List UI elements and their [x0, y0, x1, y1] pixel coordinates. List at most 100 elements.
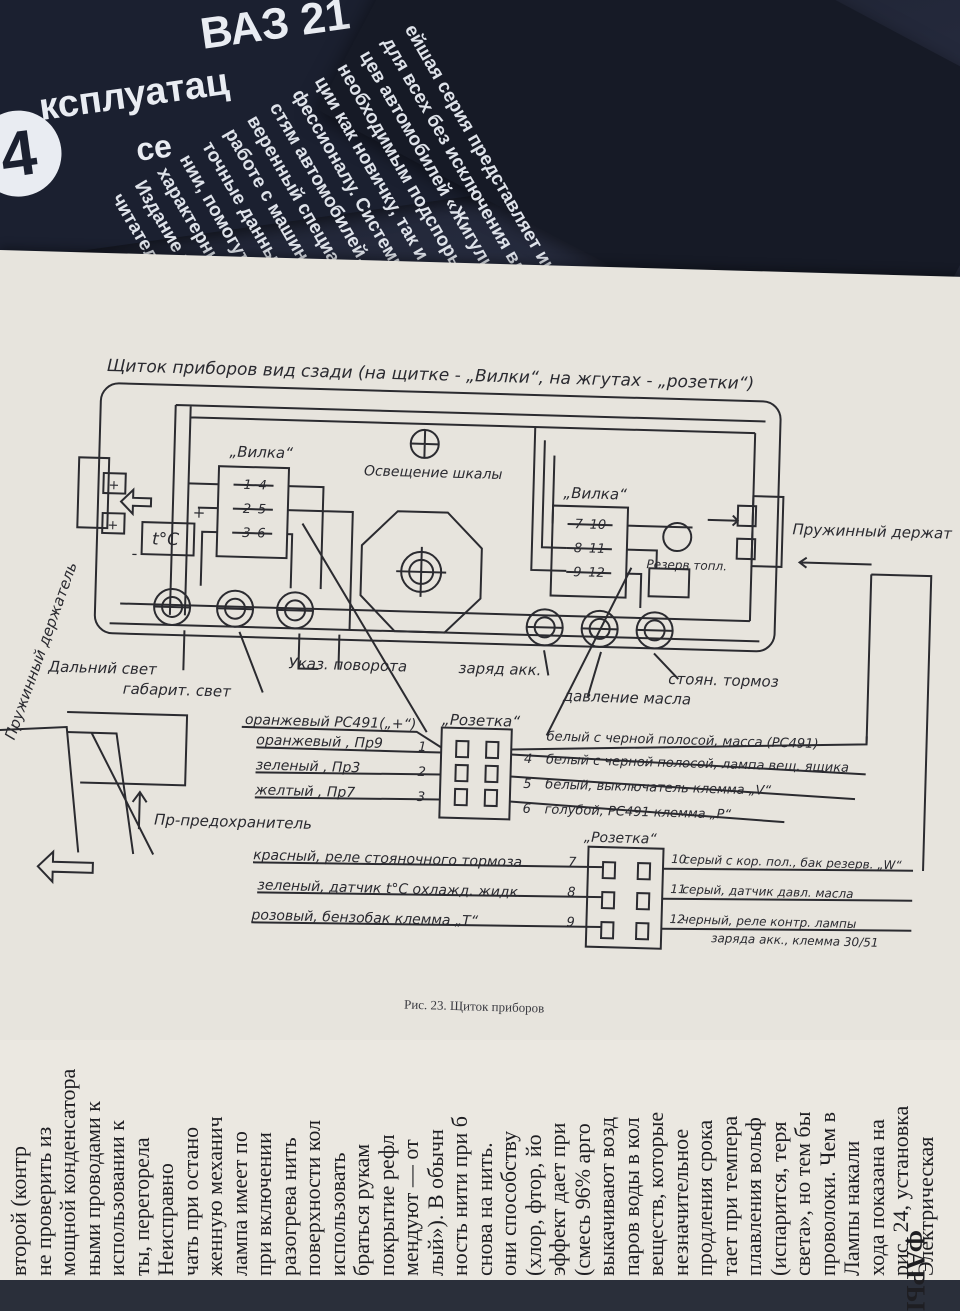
- left-down-arrow: [36, 849, 94, 885]
- turn-signal-label: Указ. поворота: [288, 654, 407, 675]
- temp-gauge-label: t°C: [152, 529, 180, 550]
- next-page-line: мощной конденсатора: [55, 1068, 80, 1276]
- socket1-right-wire: белый с черной полосой, лампа вещ. ящика: [546, 752, 849, 775]
- next-page-line: разогрева нить: [275, 1137, 301, 1276]
- charge-label: заряд акк.: [458, 659, 541, 679]
- next-page-line: чать при остано: [177, 1126, 203, 1276]
- next-page-line: тает при темпера: [716, 1115, 742, 1276]
- socket1-pin: 4: [524, 752, 533, 767]
- minus-sign: -: [131, 544, 138, 563]
- fuse-label: Пр-предохранитель: [154, 811, 312, 833]
- socket2-pin: 12: [669, 912, 685, 926]
- next-page-line: мендуют — от: [398, 1139, 423, 1276]
- next-page-line: второй (контр: [6, 1146, 31, 1276]
- holder-plus-top: +: [108, 478, 119, 493]
- left-pin: 6: [257, 526, 266, 541]
- next-page-line: паров воды в кол: [618, 1117, 644, 1276]
- right-relay-box: [647, 567, 691, 599]
- socket2-left-wire: зеленый, датчик t°С охлажд. жидк.: [257, 877, 522, 900]
- left-pin: 3: [242, 526, 251, 541]
- next-page-line: Неисправно: [153, 1163, 178, 1276]
- next-page-line: лый»). В обычн: [422, 1129, 448, 1276]
- scale-light-label: Освещение шкалы: [364, 463, 503, 483]
- right-pin: 8: [574, 541, 583, 556]
- next-page-line: незначительное: [667, 1128, 693, 1276]
- vilka-left-label: „Вилка“: [229, 442, 293, 462]
- right-pin: 9: [573, 565, 582, 580]
- oil-pressure-label: давление масла: [562, 687, 692, 709]
- holder-plus-bottom: +: [107, 518, 118, 533]
- next-page-line: поверхности кол: [300, 1119, 325, 1276]
- next-page-line: при включении: [251, 1132, 276, 1276]
- socket1-left-wire: зеленый , Пр3: [255, 757, 360, 776]
- up-arrow: [131, 790, 148, 830]
- harness-lines: [168, 403, 766, 622]
- right-holder-box: [750, 495, 785, 568]
- rozetka-1-label: „Розетка“: [442, 711, 521, 731]
- next-page-line: они способству: [496, 1130, 521, 1276]
- socket1-pin: 1: [418, 740, 427, 755]
- next-page-line: веществ, которые: [643, 1111, 668, 1276]
- socket2-pin: 9: [566, 915, 575, 930]
- left-pin: 1: [243, 478, 252, 493]
- next-page-line: ты, перегорела: [128, 1137, 154, 1276]
- next-page-line: женную механич: [202, 1116, 227, 1276]
- reserve-fuel-lamp: [662, 522, 693, 553]
- next-page-line: хода показана на: [863, 1119, 889, 1276]
- left-plug-box: [215, 465, 291, 560]
- socket1-left-wire: оранжевый , Пр9: [256, 732, 383, 752]
- right-pin: 12: [588, 566, 605, 581]
- socket1-left-wire: желтый , Пр7: [254, 782, 356, 801]
- next-page-line: (хлор, фтор, йо: [520, 1134, 546, 1276]
- cover-title-line3: се: [133, 127, 174, 168]
- left-pin: 5: [258, 502, 267, 517]
- book-page: Щиток приборов вид сзади (на щитке - „Ви…: [0, 250, 960, 1078]
- next-page-line: продления срока: [692, 1119, 717, 1276]
- socket1-pin: 6: [522, 802, 531, 817]
- rozetka-2-label: „Розетка“: [584, 830, 658, 848]
- socket2-pin: 11: [670, 882, 686, 896]
- next-page-line: браться рукам: [349, 1143, 374, 1276]
- socket1-pin: 2: [417, 765, 426, 780]
- right-pin: 11: [589, 542, 606, 557]
- socket2-left-wire: красный, реле стояночного тормоза: [253, 847, 522, 871]
- next-page-line: не проверить из: [30, 1126, 56, 1276]
- cover-title-line1: ВАЗ 21: [197, 0, 353, 59]
- next-page-line: плавления вольф: [741, 1117, 766, 1276]
- left-pin: 2: [243, 502, 252, 517]
- next-page-line: покрытие рефл: [373, 1134, 399, 1276]
- next-page-line: эффект дает при: [545, 1122, 570, 1276]
- next-page-line: света», но тем бы: [790, 1111, 815, 1276]
- panel-outline: [93, 382, 782, 653]
- socket1-pin: 3: [417, 790, 426, 805]
- next-page-line: ными проводами к: [79, 1101, 105, 1276]
- left-holder-label: Пружинный держатель: [1, 560, 81, 742]
- left-pin: 4: [258, 478, 267, 493]
- next-page-line: (смесь 96% арго: [569, 1123, 595, 1276]
- next-page-line: использовать: [324, 1152, 350, 1276]
- right-pin: 7: [574, 517, 583, 532]
- next-page-line: проволоки. Чем в: [814, 1111, 840, 1276]
- temp-gauge-box: [140, 521, 196, 557]
- right-plug-box: [549, 504, 630, 599]
- high-beam-label: Дальний свет: [47, 657, 158, 678]
- socket2-pin: 7: [568, 855, 577, 870]
- socket2-pin: 8: [567, 885, 576, 900]
- socket1-pin: 5: [523, 777, 532, 792]
- next-page-line: (испарится, теря: [765, 1121, 791, 1276]
- socket2-left-wire: розовый, бензобак клемма „Т“: [250, 907, 479, 929]
- fuse-sketch: [67, 711, 189, 787]
- side-light-label: габарит. свет: [123, 680, 233, 701]
- next-page-line: снова на нить.: [471, 1142, 497, 1276]
- diagram-title: Щиток приборов вид сзади (на щитке - „Ви…: [107, 356, 755, 394]
- socket2-pin: 10: [671, 852, 687, 866]
- socket1-box: [438, 726, 513, 821]
- next-page-line: лампа имеет по: [226, 1131, 252, 1276]
- plus-sign: +: [192, 503, 205, 521]
- socket2-right-wire: черный, реле контр. лампы: [681, 912, 856, 931]
- left-arrow: [119, 487, 153, 517]
- socket1-right-wire: белый, выключатель клемма „V“: [545, 777, 771, 798]
- socket2-right-wire: серый, датчик давл. масла: [682, 882, 853, 901]
